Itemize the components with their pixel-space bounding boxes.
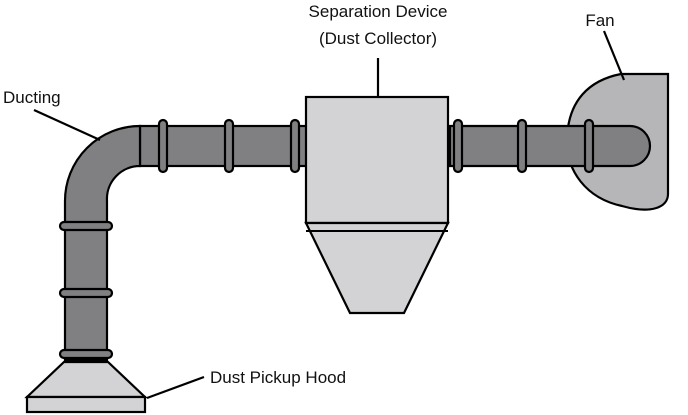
duct-clamp <box>58 348 114 360</box>
duct-upper-right <box>448 124 652 168</box>
separator-body <box>304 95 450 225</box>
hood-cone <box>24 360 148 399</box>
duct-elbow-vertical <box>63 124 142 362</box>
leader-hood <box>146 375 205 400</box>
duct-clamp <box>58 220 114 232</box>
label-fan: Fan <box>585 11 614 30</box>
label-hood: Dust Pickup Hood <box>210 368 346 387</box>
duct-clamp <box>58 287 114 299</box>
leader-ducting <box>33 108 101 142</box>
duct-clamp <box>223 118 235 174</box>
duct-clamp <box>583 118 595 174</box>
duct-clamp <box>157 118 169 174</box>
duct-clamp <box>289 118 301 174</box>
hood-base <box>25 395 147 414</box>
label-separator-line1: Separation Device <box>309 2 448 21</box>
duct-clamp <box>452 118 464 174</box>
label-separator-line2: (Dust Collector) <box>319 29 437 48</box>
duct-clamp <box>516 118 528 174</box>
label-ducting: Ducting <box>3 88 61 107</box>
separator-hopper <box>304 221 450 315</box>
leader-fan <box>602 30 626 81</box>
